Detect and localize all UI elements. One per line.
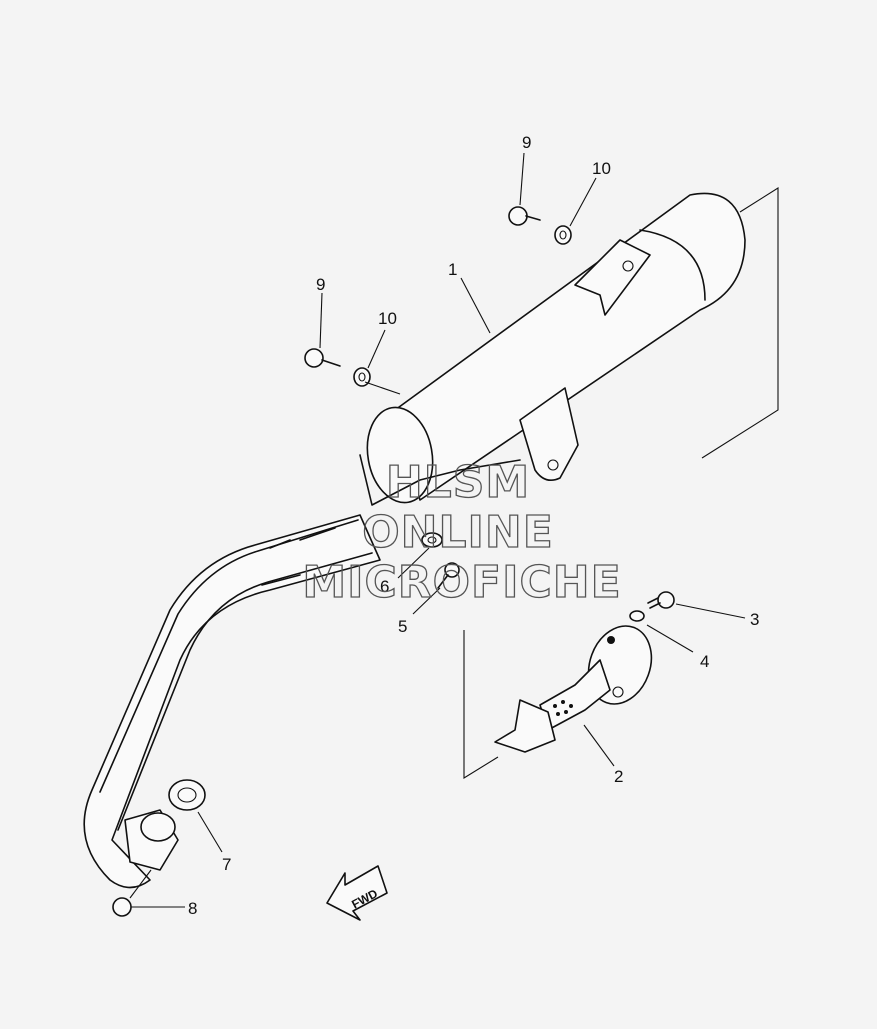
muffler [359,192,746,506]
bolt-9-lower [304,348,341,368]
callout-labels: 1 2 3 4 5 6 7 8 9 9 10 10 [188,133,759,918]
callout-10-upper: 10 [592,159,611,178]
bolt-3 [647,591,675,609]
spark-arrester [494,625,653,753]
callout-9-upper: 9 [522,133,531,152]
bolt-9-upper [508,206,541,226]
watermark-line-3: MICROFICHE [302,557,621,608]
exhaust-pipe [83,514,381,889]
callout-2: 2 [614,767,623,786]
callout-4: 4 [700,652,709,671]
nut-8 [112,897,132,917]
washer-10-upper [554,225,572,245]
watermark-line-1: HLSM [386,457,530,508]
watermark: HLSM ONLINE MICROFICHE [302,456,622,608]
callout-9-lower: 9 [316,275,325,294]
fwd-arrow: FWD [326,865,388,921]
callout-1: 1 [448,260,457,279]
callout-5: 5 [398,617,407,636]
bolt-5 [437,562,460,589]
washer-10-lower [353,367,371,387]
assembly-outline [463,187,779,779]
washer-6 [421,532,443,548]
callout-6: 6 [380,577,389,596]
washer-4 [629,610,645,622]
callout-10-lower: 10 [378,309,397,328]
leader-lines [129,152,746,908]
watermark-line-2: ONLINE [362,507,554,558]
callout-7: 7 [222,855,231,874]
callout-8: 8 [188,899,197,918]
gasket-7 [124,779,206,871]
callout-3: 3 [750,610,759,629]
